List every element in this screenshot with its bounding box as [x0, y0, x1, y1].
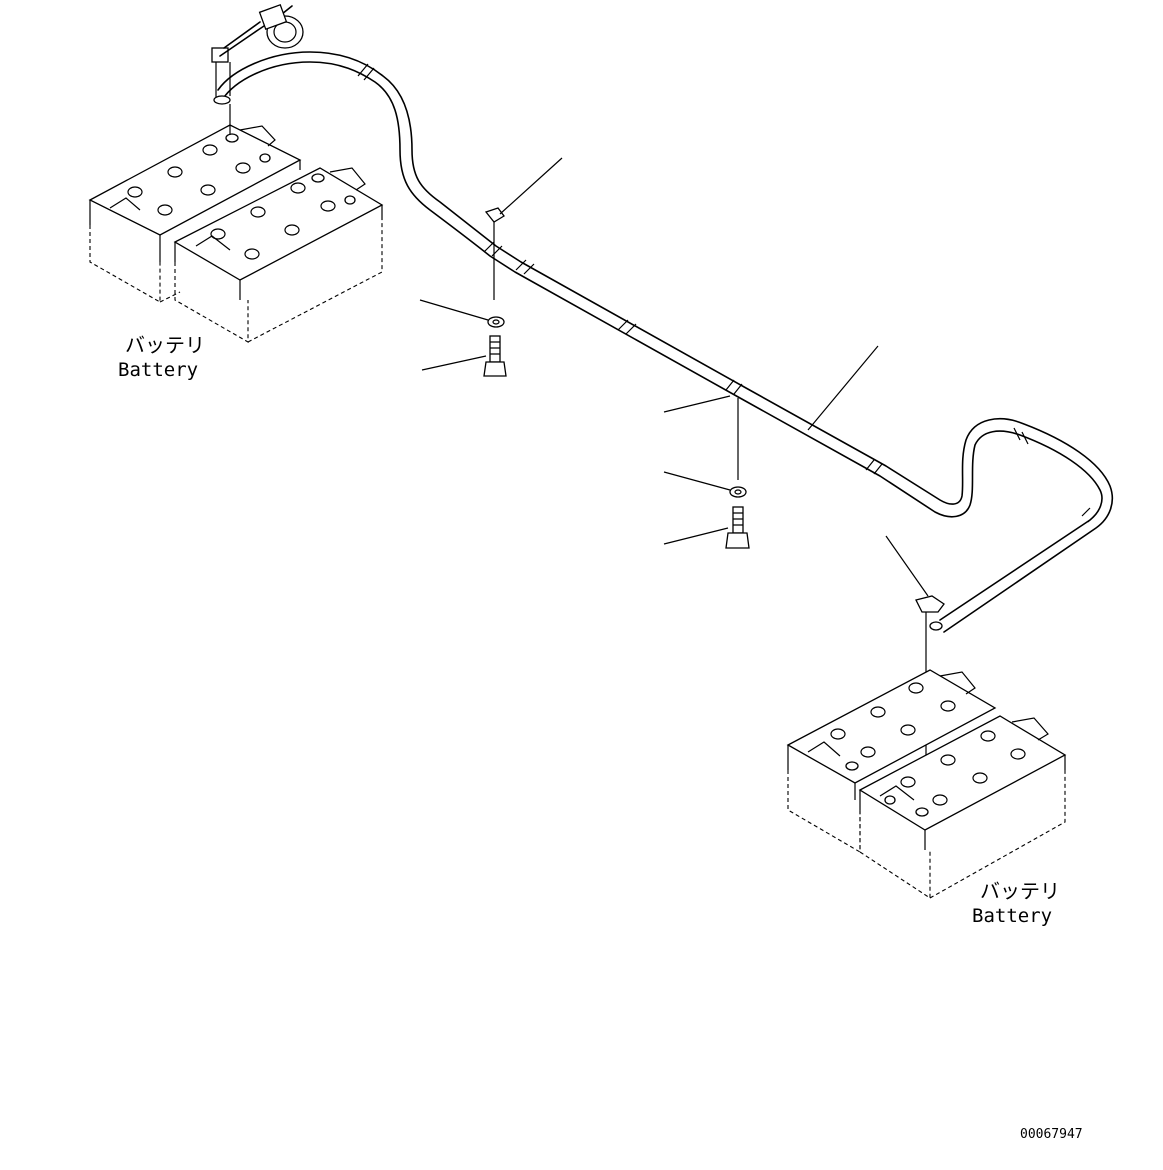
leader-washer-middle [663, 471, 731, 491]
washer-middle [729, 486, 747, 498]
clip-upper [484, 207, 505, 300]
leader-clip-middle [663, 395, 731, 413]
battery-left-jp-label: バッテリ [125, 333, 205, 357]
leader-bolt-upper [421, 355, 487, 371]
bolt-middle [725, 506, 750, 549]
battery-right-jp-label: バッテリ [980, 879, 1060, 903]
battery-cable [217, 51, 1114, 633]
battery-right-front [858, 715, 1067, 900]
battery-left-en-label: Battery [118, 359, 198, 381]
washer-upper [487, 316, 505, 328]
leader-washer-upper [419, 299, 489, 321]
drawing-number: 00067947 [1020, 1127, 1083, 1142]
leader-lines [419, 157, 929, 597]
battery-right-rear [786, 669, 997, 853]
leader-bolt-middle [663, 527, 729, 545]
battery-left-rear [88, 124, 302, 303]
bolt-upper [483, 335, 507, 377]
leader-cable [807, 345, 879, 431]
leader-clip-right [885, 535, 929, 597]
battery-disconnect-switch [211, 3, 304, 105]
cable-clamps [357, 63, 1097, 523]
battery-left-front [173, 167, 384, 343]
leader-clip-upper [499, 157, 563, 215]
battery-right-en-label: Battery [972, 905, 1052, 927]
